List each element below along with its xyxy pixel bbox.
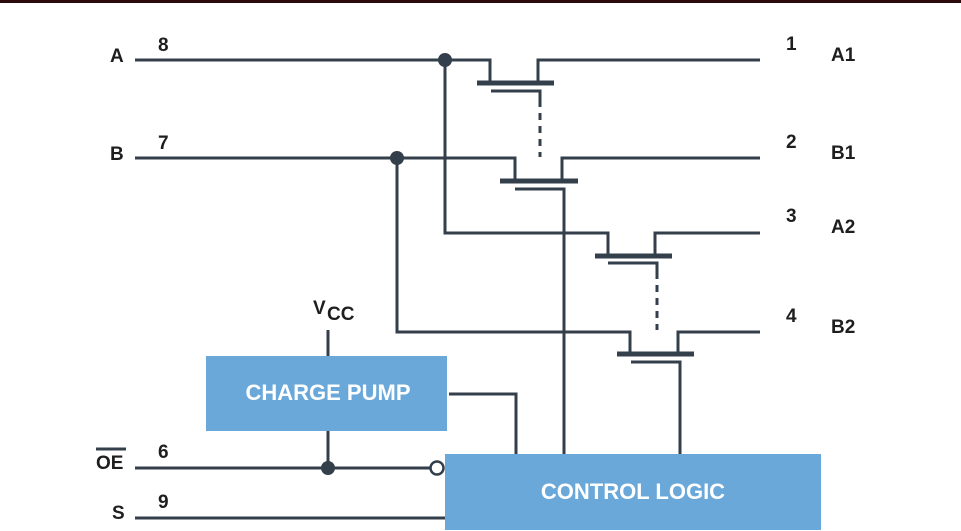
pin-number-7: 7 xyxy=(158,133,169,154)
charge-pump-label: CHARGE PUMP xyxy=(245,380,410,405)
junction-dot-a xyxy=(438,53,452,67)
control-logic-label: CONTROL LOGIC xyxy=(541,479,725,504)
gate-control-wire xyxy=(515,187,566,455)
pin-number-3: 3 xyxy=(786,206,797,227)
wire-b-input xyxy=(135,156,517,181)
wire-b-branch xyxy=(395,158,632,354)
output-label-b2: B2 xyxy=(831,317,855,338)
output-label-b1: B1 xyxy=(831,143,856,164)
pin-number-6: 6 xyxy=(158,442,169,463)
control-logic-block: CONTROL LOGIC xyxy=(445,454,821,530)
switch-a-to-a1 xyxy=(135,58,760,157)
junction-dot-b xyxy=(390,151,404,165)
pin-number-4: 4 xyxy=(786,306,797,327)
switch-b-to-b1 xyxy=(135,156,760,455)
charge-pump-block: CHARGE PUMP xyxy=(206,356,447,431)
gate-bar xyxy=(608,261,659,272)
wire-a1-output xyxy=(536,58,760,83)
input-label-s: S xyxy=(112,503,125,524)
pin-number-2: 2 xyxy=(786,132,797,153)
wire-a-branch xyxy=(443,60,610,256)
inverter-bubble-icon xyxy=(429,460,445,476)
gate-control-wire xyxy=(631,360,682,455)
vcc-subscript: CC xyxy=(327,304,355,325)
wire-b1-output xyxy=(560,156,760,181)
input-label-oe: OE xyxy=(96,453,123,474)
vcc-label: V xyxy=(313,298,326,319)
pin-number-9: 9 xyxy=(158,492,169,513)
junction-dot-oe xyxy=(321,461,335,475)
output-label-a2: A2 xyxy=(831,217,855,238)
top-border-bar xyxy=(0,0,961,3)
wire-a2-output xyxy=(653,231,760,256)
wire-a-input xyxy=(135,58,492,83)
switch-a-to-a2 xyxy=(443,60,760,330)
switch-b-to-b2 xyxy=(395,158,760,455)
input-label-b: B xyxy=(110,144,124,165)
wire-b2-output xyxy=(676,330,760,354)
output-label-a1: A1 xyxy=(831,45,856,66)
pin-number-8: 8 xyxy=(158,35,169,56)
gate-bar xyxy=(491,89,542,100)
input-label-a: A xyxy=(110,46,124,67)
pin-number-1: 1 xyxy=(786,34,797,55)
wire-charge-pump-control xyxy=(449,392,518,455)
